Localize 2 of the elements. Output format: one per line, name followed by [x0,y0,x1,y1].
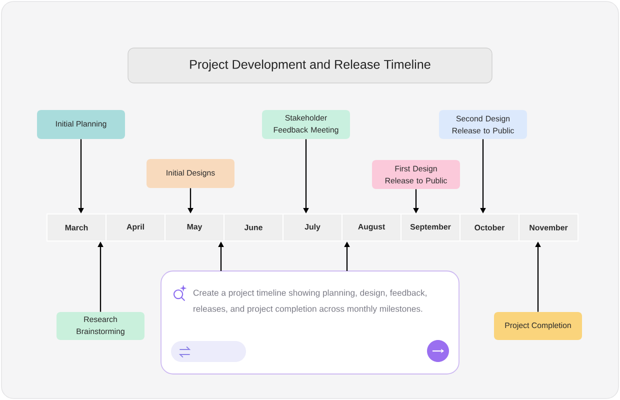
prompt-card: Create a project timeline showing planning, design, feedback, releases, and project completion across monthly milestones. [160,270,460,374]
title-box: Project Development and Release Timeline [128,48,492,84]
